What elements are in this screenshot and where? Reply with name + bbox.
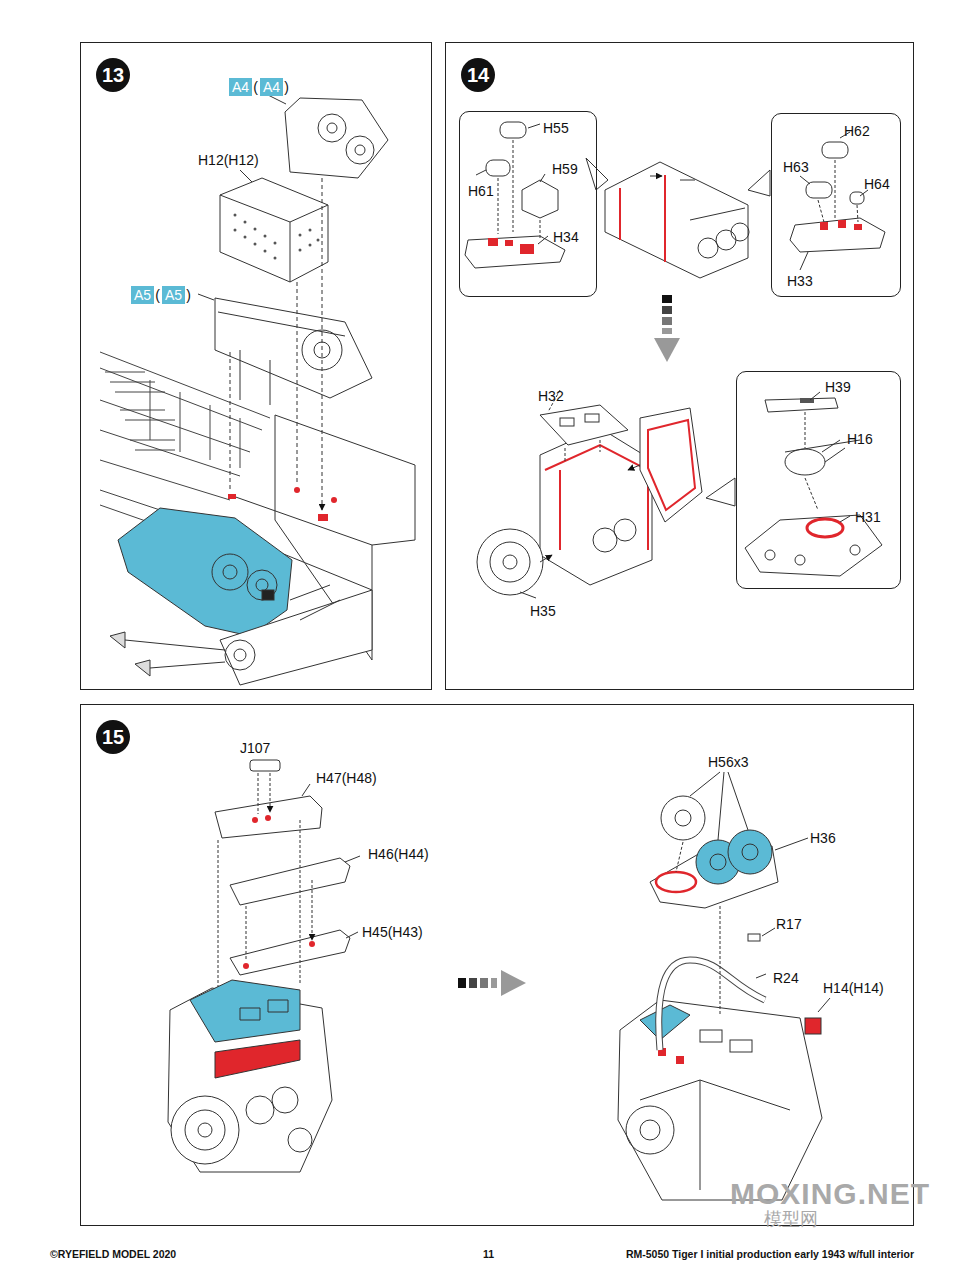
part-number: H62 — [844, 123, 870, 139]
detail-inset: H39H16H31 — [736, 371, 901, 589]
part-number: H33 — [787, 273, 813, 289]
part-number: H63 — [783, 159, 809, 175]
watermark: MOXING.NET — [730, 1178, 930, 1210]
part-number: H61 — [468, 183, 494, 199]
watermark: 模型网 — [764, 1211, 818, 1227]
part-number: H39 — [825, 379, 851, 395]
detail-inset: H55H61 H59H34 — [459, 111, 597, 297]
part-number: H16 — [847, 431, 873, 447]
part-number: H64 — [864, 176, 890, 192]
part-number: H55 — [543, 120, 569, 136]
part-badge: A5 — [131, 286, 154, 304]
part-label: ( — [155, 287, 160, 303]
part-number: H34 — [553, 229, 579, 245]
part-label: H32 — [538, 388, 564, 404]
kit-title: RM-5050 Tiger I initial production early… — [626, 1246, 914, 1262]
step-panel: 13A4 A4A5 A5 — [80, 42, 432, 690]
part-number: A5 — [165, 287, 182, 303]
part-label: H56x3 — [708, 754, 748, 770]
part-number: A4 — [263, 79, 280, 95]
part-label: H36 — [810, 830, 836, 846]
step-number: 13 — [96, 58, 130, 92]
page-number: 11 — [483, 1246, 494, 1262]
step-panel: 15 — [80, 704, 914, 1226]
part-label: H12(H12) — [198, 152, 259, 168]
step-number: 15 — [96, 720, 130, 754]
part-label: J107 — [240, 740, 270, 756]
part-label: ( — [253, 79, 258, 95]
part-badge: A4 — [260, 78, 283, 96]
part-label: R17 — [776, 916, 802, 932]
step-panel: 14H55H61 H59H34 H62H63H64H33H39H16H31 — [445, 42, 914, 690]
part-label: H35 — [530, 603, 556, 619]
copyright: ©RYEFIELD MODEL 2020 — [50, 1246, 176, 1262]
part-label: H47(H48) — [316, 770, 377, 786]
part-label: ) — [186, 287, 191, 303]
part-number: H59 — [552, 161, 578, 177]
part-badge: A4 — [229, 78, 252, 96]
step-number: 14 — [461, 58, 495, 92]
part-badge: A5 — [162, 286, 185, 304]
part-label: H46(H44) — [368, 846, 429, 862]
part-label: H45(H43) — [362, 924, 423, 940]
part-label: H14(H14) — [823, 980, 884, 996]
part-label: R24 — [773, 970, 799, 986]
part-label: ) — [284, 79, 289, 95]
part-number: H31 — [855, 509, 881, 525]
part-number: A4 — [232, 79, 249, 95]
part-number: A5 — [134, 287, 151, 303]
detail-inset: H62H63H64H33 — [771, 113, 901, 297]
